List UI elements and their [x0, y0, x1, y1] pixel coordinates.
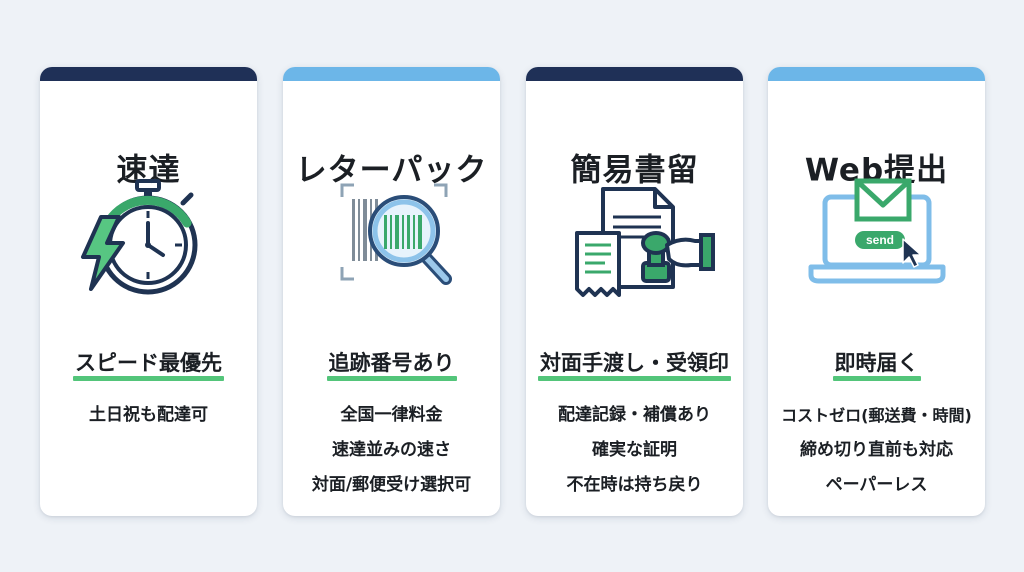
card-header-bar	[768, 67, 985, 81]
card-header-bar	[40, 67, 257, 81]
card-web-submission: Web提出 send 即時届く コストゼロ(郵送費・時間) 締め切り直前	[768, 67, 985, 516]
feature-item: ペーパーレス	[825, 475, 928, 495]
card-headline: スピード最優先	[73, 347, 224, 381]
card-kanikakitome: 簡易書留	[526, 67, 743, 516]
feature-list: 土日祝も配達可	[40, 398, 257, 433]
headline-wrap: 即時届く	[768, 347, 985, 381]
headline-wrap: スピード最優先	[40, 347, 257, 381]
stopwatch-lightning-icon	[40, 172, 257, 307]
card-sokutatsu: 速達	[40, 67, 257, 516]
headline-wrap: 追跡番号あり	[283, 347, 500, 381]
document-stamp-icon	[526, 172, 743, 307]
card-headline: 対面手渡し・受領印	[538, 347, 731, 381]
feature-item: 土日祝も配達可	[89, 405, 208, 425]
card-title: 簡易書留	[570, 152, 699, 189]
laptop-send-mail-icon: send	[768, 172, 985, 307]
card-header-bar	[283, 67, 500, 81]
barcode-magnifier-icon	[283, 172, 500, 307]
card-title: レターパック	[295, 152, 488, 189]
card-headline: 追跡番号あり	[326, 347, 457, 381]
card-letterpack: レターパック	[283, 67, 500, 516]
feature-list: 配達記録・補償あり 確実な証明 不在時は持ち戻り	[526, 398, 743, 503]
feature-item: 確実な証明	[592, 440, 677, 460]
feature-item: 締め切り直前も対応	[800, 440, 953, 460]
feature-item: 速達並みの速さ	[332, 440, 451, 460]
card-header-bar	[526, 67, 743, 81]
feature-item: 全国一律料金	[340, 405, 443, 425]
send-label: send	[865, 233, 893, 247]
feature-list: 全国一律料金 速達並みの速さ 対面/郵便受け選択可	[283, 398, 500, 503]
headline-wrap: 対面手渡し・受領印	[526, 347, 743, 381]
feature-item: 不在時は持ち戻り	[566, 475, 703, 495]
feature-item: 配達記録・補償あり	[558, 405, 711, 425]
feature-item: 対面/郵便受け選択可	[311, 475, 472, 495]
feature-item: コストゼロ(郵送費・時間)	[781, 406, 972, 425]
card-headline: 即時届く	[832, 347, 921, 381]
feature-list: コストゼロ(郵送費・時間) 締め切り直前も対応 ペーパーレス	[768, 398, 985, 503]
